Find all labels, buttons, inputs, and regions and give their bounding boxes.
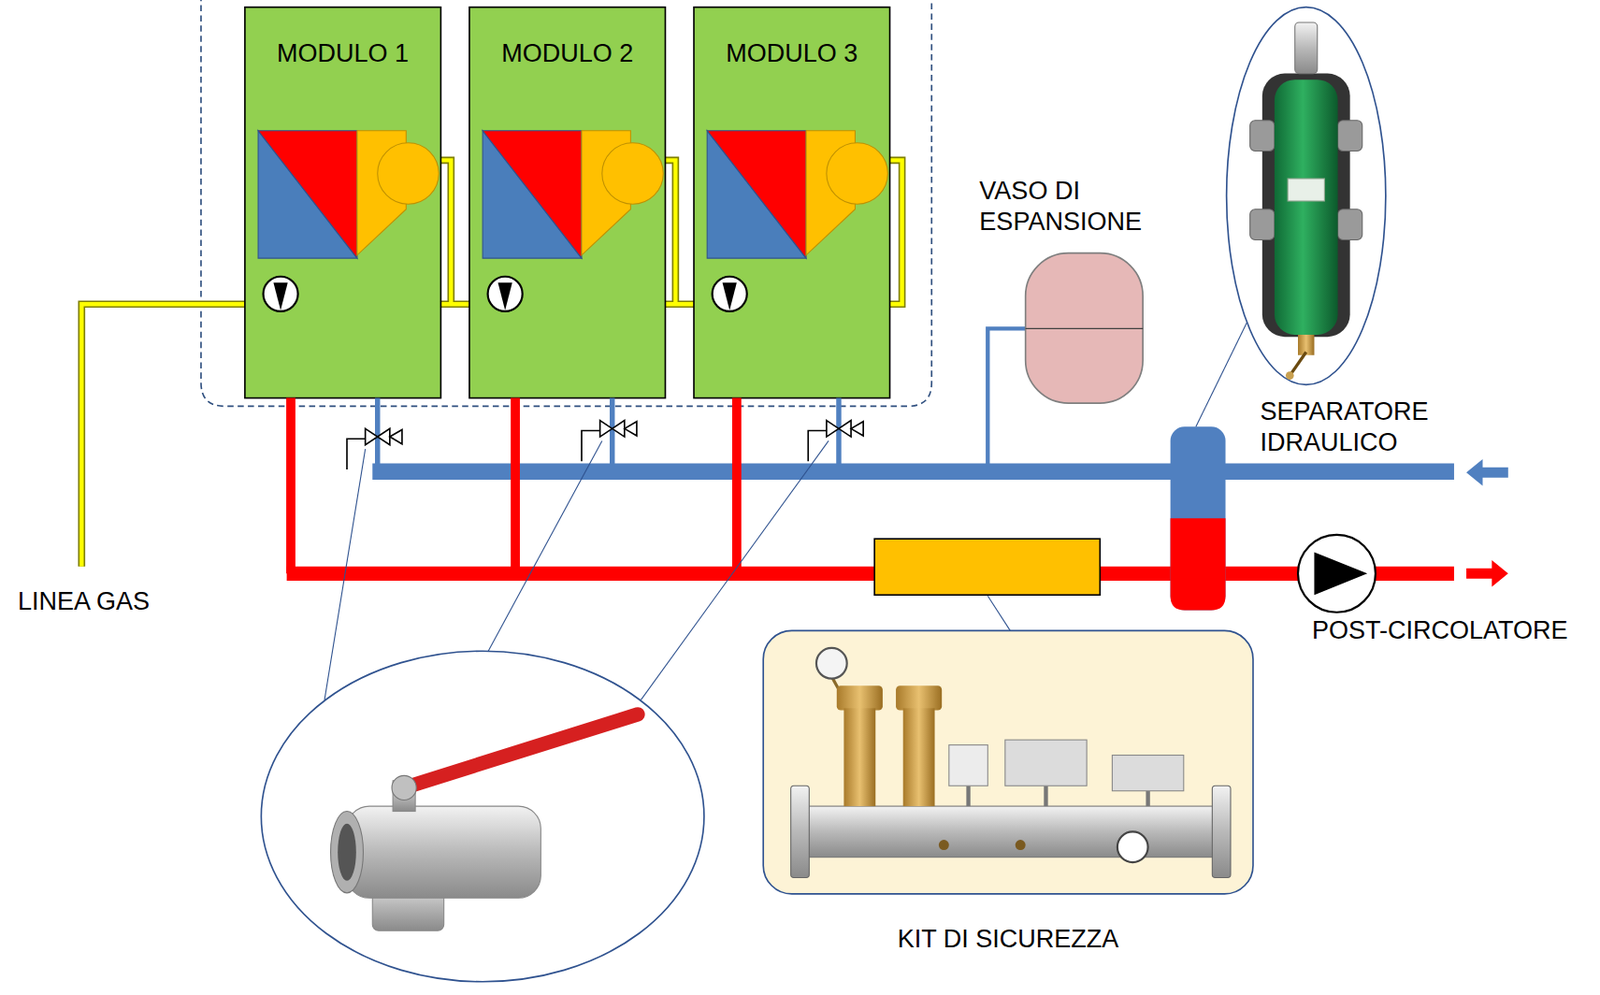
safety-kit-callout xyxy=(895,685,942,710)
leader-line xyxy=(488,440,603,652)
separator-callout xyxy=(1287,178,1325,202)
leader-line xyxy=(987,595,1010,631)
separator-callout xyxy=(1274,79,1339,335)
flow-arrow xyxy=(1466,560,1509,587)
boiler-module xyxy=(693,7,891,399)
pump-symbol xyxy=(1313,551,1368,595)
valve-callout xyxy=(391,775,417,800)
pump-symbol xyxy=(1297,534,1376,613)
expansion-tank xyxy=(1025,253,1143,404)
safety-kit-callout xyxy=(1145,791,1150,807)
boiler-module xyxy=(469,7,666,399)
burner-symbol xyxy=(258,130,439,312)
separator-callout xyxy=(1285,371,1295,380)
safety-kit-callout xyxy=(791,785,810,878)
node-label: SEPARATORE IDRAULICO xyxy=(1259,396,1456,461)
node-label: POST-CIRCOLATORE xyxy=(1311,615,1569,648)
boiler-module: MODULO 2 xyxy=(469,7,666,399)
safety-kit-callout xyxy=(938,839,950,851)
separator-callout xyxy=(1226,7,1386,386)
three-way-valve-symbol xyxy=(807,420,864,462)
valve-callout xyxy=(260,650,705,982)
safety-kit-callout xyxy=(836,685,883,710)
leader-line xyxy=(1196,322,1248,427)
safety-kit-block xyxy=(874,538,1100,595)
valve-callout xyxy=(331,811,364,894)
flow-pipe xyxy=(732,398,742,575)
safety-kit-callout xyxy=(1043,785,1048,807)
separator-callout xyxy=(1338,120,1363,152)
safety-kit-callout xyxy=(949,745,988,787)
separator-symbol xyxy=(1170,426,1226,610)
hydraulic-separator: SEPARATORE IDRAULICO xyxy=(1224,4,1464,460)
flow-pipe xyxy=(287,566,1455,581)
safety-kit-callout xyxy=(903,707,936,807)
safety-kit-callout xyxy=(1005,739,1087,786)
safety-kit-callout xyxy=(965,785,970,807)
safety-kit-callout xyxy=(1211,785,1231,878)
burner-symbol xyxy=(258,130,888,312)
safety-kit-callout xyxy=(806,806,1214,858)
valve-callout xyxy=(403,714,638,789)
node-label: KIT DI SICUREZZA xyxy=(897,923,1120,956)
burner-symbol xyxy=(706,130,888,312)
three-way-valve-symbol xyxy=(581,420,637,462)
safety-kit-block xyxy=(874,538,1100,595)
safety-kit-callout xyxy=(763,630,1254,894)
flow-pipe xyxy=(286,398,296,575)
boiler-module xyxy=(245,7,442,399)
boiler-module: MODULO 1 xyxy=(245,7,442,399)
safety-kit-callout xyxy=(816,648,848,679)
safety-kit-callout xyxy=(1117,831,1149,863)
node-label: MODULO 1 xyxy=(276,38,409,71)
return-arrow xyxy=(1466,459,1509,486)
expansion-tank xyxy=(1025,253,1143,404)
separator-callout xyxy=(1262,73,1351,338)
valve-callout xyxy=(260,650,705,982)
separator-callout xyxy=(1226,7,1386,386)
flow-arrow xyxy=(1466,560,1509,587)
node-label: MODULO 2 xyxy=(501,38,634,71)
separator-callout xyxy=(1338,209,1363,241)
return-pipe xyxy=(987,328,1025,472)
separator-symbol xyxy=(1170,426,1226,610)
return-arrow xyxy=(1466,459,1509,486)
valve-callout xyxy=(337,823,357,881)
boiler-module xyxy=(245,7,891,399)
module-group-outline xyxy=(201,0,932,406)
expansion-tank: VASO DI ESPANSIONE xyxy=(977,175,1174,406)
return-pipe xyxy=(609,398,615,473)
return-pipe xyxy=(836,398,841,473)
safety-kit-callout xyxy=(1015,839,1026,851)
safety-kit: KIT DI SICUREZZA xyxy=(763,630,1254,955)
valve-callout xyxy=(346,806,541,898)
post-circulator: POST-CIRCOLATORE xyxy=(1287,533,1592,648)
return-pipe xyxy=(372,462,1455,479)
leader-line xyxy=(324,448,366,700)
separator-callout xyxy=(1250,120,1275,152)
flow-pipe xyxy=(510,398,520,575)
module-group-outline xyxy=(201,0,932,406)
boiler-module: MODULO 3 xyxy=(693,7,891,399)
safety-kit-callout xyxy=(843,707,876,807)
three-way-valve-symbol xyxy=(346,420,864,470)
node-label: VASO DI ESPANSIONE xyxy=(979,175,1167,240)
separator-callout xyxy=(1289,352,1306,376)
safety-kit-callout xyxy=(763,630,1254,894)
pump-symbol xyxy=(1297,534,1376,613)
line-label: LINEA GAS xyxy=(17,586,150,619)
separator-symbol xyxy=(1170,518,1226,610)
separator-callout xyxy=(1250,209,1275,241)
separator-callout xyxy=(1295,22,1318,74)
node-label: MODULO 3 xyxy=(725,38,858,71)
safety-kit-callout xyxy=(1111,755,1183,792)
expansion-tank xyxy=(1025,328,1143,330)
burner-symbol xyxy=(482,130,664,312)
three-way-valve-symbol xyxy=(346,428,403,470)
